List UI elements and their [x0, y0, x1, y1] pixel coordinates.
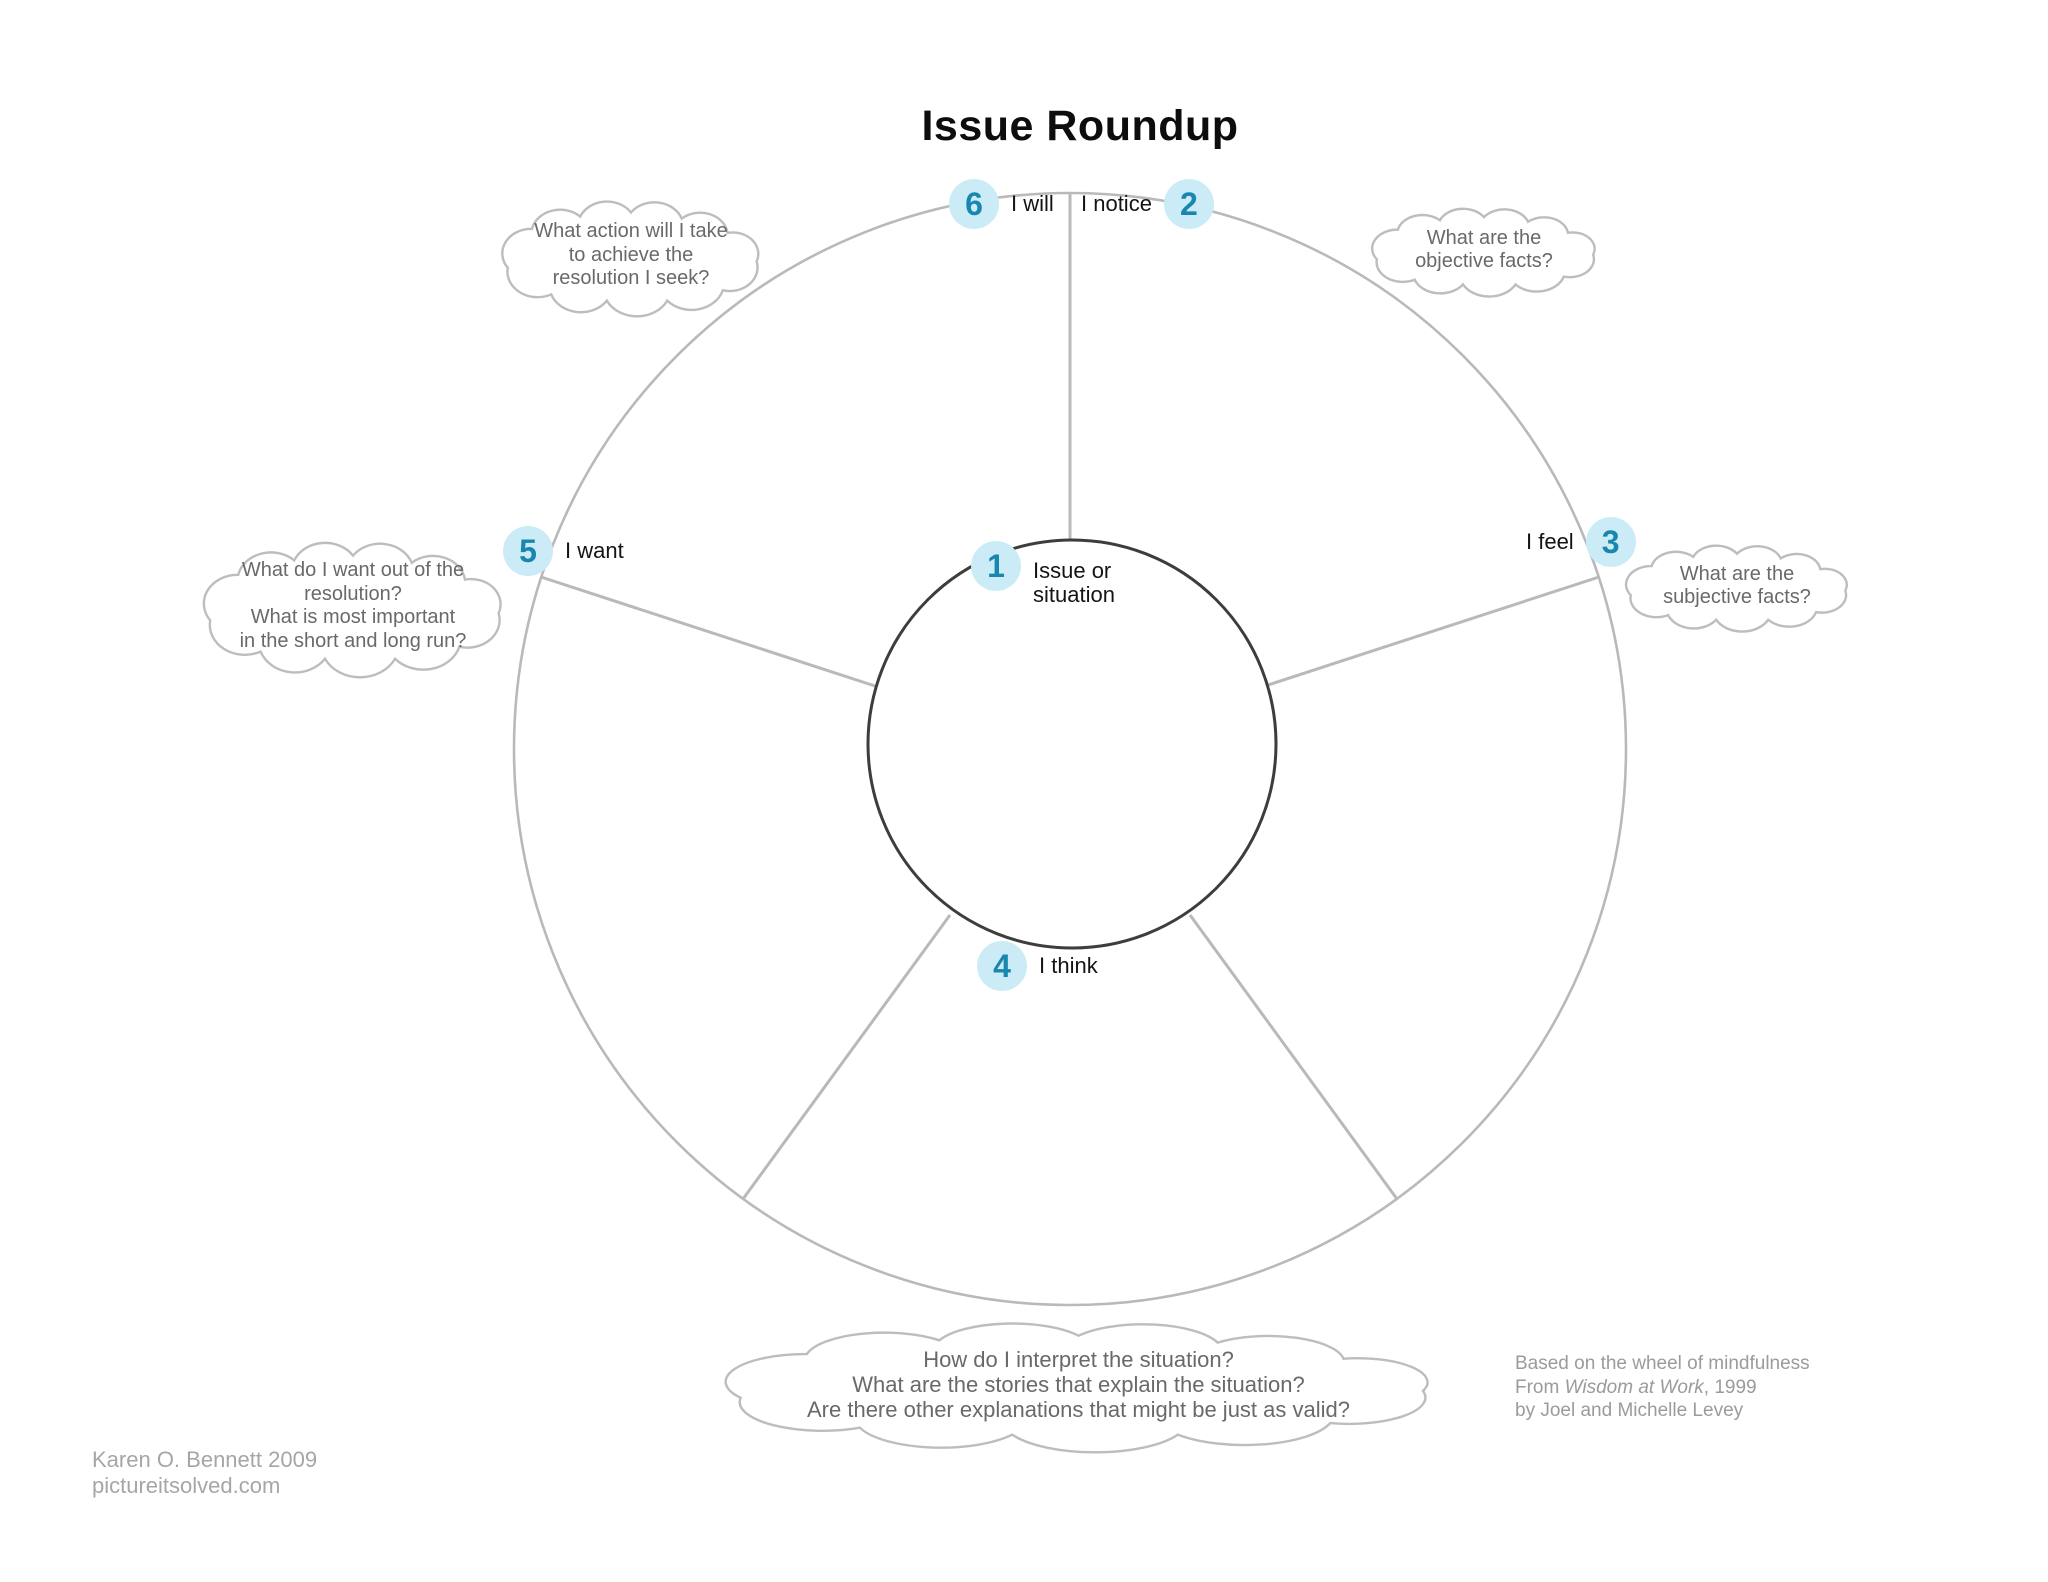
badge-2: 2: [1163, 179, 1214, 229]
hub-label-line2: situation: [1033, 582, 1115, 607]
segment-label-i-want: I want: [565, 538, 624, 563]
spoke-upper-right: [1264, 575, 1600, 688]
hub-label: Issue or situation: [1033, 559, 1115, 607]
segment-6: 6 I will: [949, 179, 1054, 229]
credit-name: Karen O. Bennett 2009: [92, 1447, 318, 1472]
segment-label-i-notice: I notice: [1081, 191, 1152, 216]
cloud-text-line: How do I interpret the situation?: [923, 1346, 1234, 1372]
spoke-upper-left: [540, 575, 876, 688]
segment-4: 4 I think: [977, 941, 1098, 991]
cloud-text-top-left: What action will I take to achieve the r…: [486, 194, 776, 317]
cloud-text-top-right: What are the objective facts?: [1358, 203, 1610, 297]
cloud-text-line: resolution?: [304, 582, 402, 605]
hub-label-line1: Issue or: [1033, 558, 1112, 583]
attribution: Based on the wheel of mindfulness From W…: [1515, 1352, 1810, 1423]
cloud-text-line: objective facts?: [1415, 250, 1553, 272]
badge-1: 1: [971, 541, 1021, 591]
cloud-text-line: What are the: [1426, 226, 1542, 249]
segment-label-i-will: I will: [1011, 191, 1054, 216]
cloud-text-line: to achieve the: [568, 243, 694, 266]
segment-2: I notice 2: [1081, 179, 1214, 229]
badge-4: 4: [977, 941, 1027, 991]
badge-3: 3: [1585, 517, 1636, 567]
attribution-book-title: Wisdom at Work: [1564, 1376, 1704, 1398]
cloud-text-line: What do I want out of the: [241, 559, 465, 581]
hub-circle: [866, 538, 1278, 950]
badge-5: 5: [503, 526, 553, 576]
cloud-text-right: What are the subjective facts?: [1612, 540, 1862, 632]
attribution-line3: by Joel and Michelle Levey: [1515, 1400, 1744, 1422]
cloud-text-bottom: How do I interpret the situation? What a…: [681, 1315, 1476, 1453]
cloud-text-line: What is most important: [250, 606, 456, 628]
cloud-text-line: Are there other explanations that might …: [807, 1396, 1350, 1422]
attribution-from: From: [1515, 1376, 1565, 1398]
attribution-year: , 1999: [1703, 1376, 1757, 1398]
cloud-text-left: What do I want out of the resolution? Wh…: [185, 534, 521, 678]
segment-1-hub: 1 Issue or situation: [971, 541, 1115, 607]
cloud-text-line: What are the stories that explain the si…: [852, 1371, 1305, 1397]
cloud-text-line: What action will I take: [534, 220, 728, 243]
spoke-lower-left: [741, 914, 952, 1200]
credit-site: pictureitsolved.com: [92, 1473, 281, 1498]
cloud-text-line: in the short and long run?: [239, 629, 467, 652]
cloud-text-line: subjective facts?: [1663, 586, 1811, 608]
cloud-text-line: resolution I seek?: [552, 267, 710, 290]
segment-5: 5 I want: [503, 526, 624, 576]
segment-label-i-feel: I feel: [1526, 529, 1574, 554]
segment-3: I feel 3: [1526, 517, 1636, 567]
attribution-line1: Based on the wheel of mindfulness: [1515, 1353, 1810, 1374]
spoke-lower-right: [1188, 914, 1399, 1200]
attribution-line2: From Wisdom at Work, 1999: [1515, 1376, 1810, 1400]
page-title: Issue Roundup: [921, 102, 1239, 150]
author-credit: Karen O. Bennett 2009 pictureitsolved.co…: [92, 1447, 317, 1499]
segment-label-i-think: I think: [1039, 953, 1098, 978]
cloud-text-line: What are the: [1679, 562, 1795, 585]
badge-6: 6: [949, 179, 999, 229]
